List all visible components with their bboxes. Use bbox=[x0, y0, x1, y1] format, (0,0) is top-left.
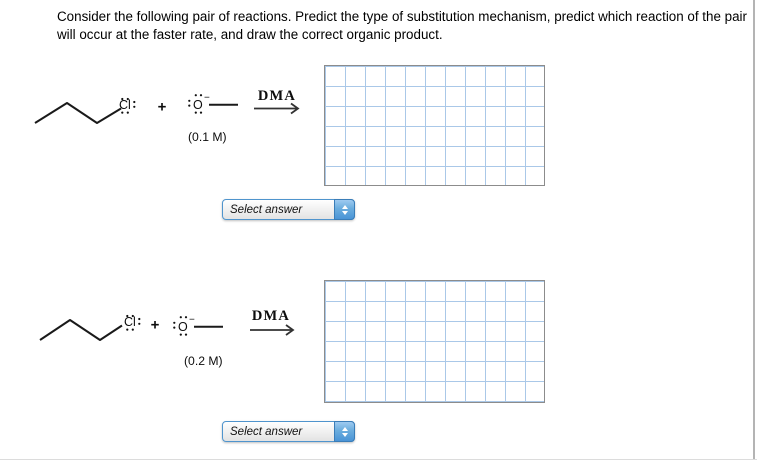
down-arrow-icon bbox=[341, 210, 348, 215]
propyl-chain-bond bbox=[39, 319, 123, 341]
answer-select-2[interactable]: Select answer bbox=[222, 421, 355, 442]
nucleophile-atom-label: O bbox=[193, 98, 203, 112]
concentration-label: (0.2 M) bbox=[184, 354, 223, 368]
propyl-chain-bond bbox=[34, 102, 122, 124]
plus-sign: + bbox=[158, 99, 167, 116]
reaction-1-scheme: Cl + O − (0.1 M) DMA bbox=[34, 88, 300, 144]
answer-select-2-label: Select answer bbox=[230, 425, 303, 438]
dropdown-spinner-icon[interactable] bbox=[334, 199, 355, 220]
solvent-label: DMA bbox=[258, 88, 296, 104]
answer-select-1-label: Select answer bbox=[230, 203, 303, 216]
solvent-label: DMA bbox=[252, 308, 290, 324]
chlorine-lone-pair-dots bbox=[121, 97, 136, 114]
dropdown-spinner-icon[interactable] bbox=[334, 421, 355, 442]
methoxide-nucleophile-group: O − bbox=[188, 93, 238, 114]
product-drawing-canvas-2[interactable] bbox=[324, 280, 545, 403]
frame-right-border bbox=[753, 0, 755, 460]
oxygen-lone-pair-dots bbox=[173, 316, 188, 336]
reaction-arrow-icon bbox=[250, 324, 295, 336]
halide-label: Cl bbox=[124, 315, 136, 329]
concentration-label: (0.1 M) bbox=[188, 130, 227, 144]
chlorine-lone-pair-dots bbox=[126, 314, 141, 331]
oxygen-lone-pair-dots bbox=[188, 94, 203, 114]
product-drawing-canvas-1[interactable] bbox=[324, 65, 545, 186]
negative-charge-label: − bbox=[189, 315, 195, 326]
chlorine-atom-group: Cl bbox=[119, 97, 136, 114]
up-arrow-icon bbox=[341, 204, 348, 209]
negative-charge-label: − bbox=[204, 93, 210, 104]
nucleophile-atom-label: O bbox=[178, 320, 188, 334]
answer-select-1[interactable]: Select answer bbox=[222, 199, 355, 220]
reaction-arrow-icon bbox=[254, 102, 300, 115]
up-arrow-icon bbox=[341, 426, 348, 431]
down-arrow-icon bbox=[341, 432, 348, 437]
chlorine-atom-group: Cl bbox=[124, 314, 141, 331]
plus-sign: + bbox=[151, 317, 160, 334]
halide-label: Cl bbox=[119, 98, 131, 112]
methoxide-nucleophile-group: O − bbox=[173, 315, 223, 336]
question-instructions: Consider the following pair of reactions… bbox=[57, 9, 747, 42]
reaction-2-scheme: Cl + O − (0.2 M) DMA bbox=[39, 308, 295, 368]
